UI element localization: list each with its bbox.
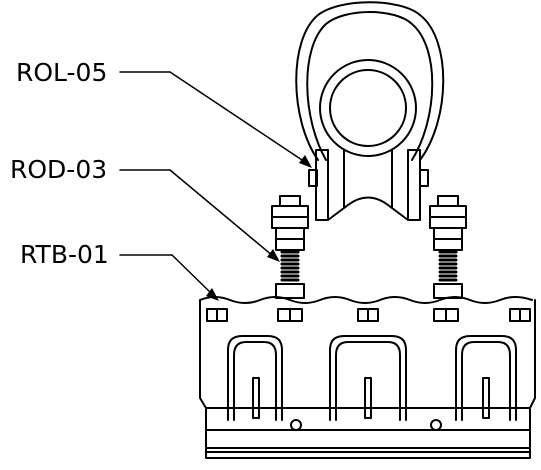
callout-label-rtb: RTB-01: [20, 240, 109, 269]
thread-hatch-left: [280, 250, 300, 282]
roller-clamp: [295, 1, 445, 221]
threaded-rod-right: [429, 195, 467, 299]
thread-hatch-right: [438, 250, 458, 282]
leader-rtb: [119, 254, 219, 301]
leader-lines: [119, 71, 312, 301]
callout-label-rod: ROD-03: [10, 155, 108, 184]
threaded-rod-left: [271, 195, 309, 299]
tray-base: [199, 296, 536, 459]
leader-rod: [119, 169, 280, 262]
callout-label-rol: ROL-05: [16, 58, 108, 87]
leader-rol: [119, 71, 312, 168]
